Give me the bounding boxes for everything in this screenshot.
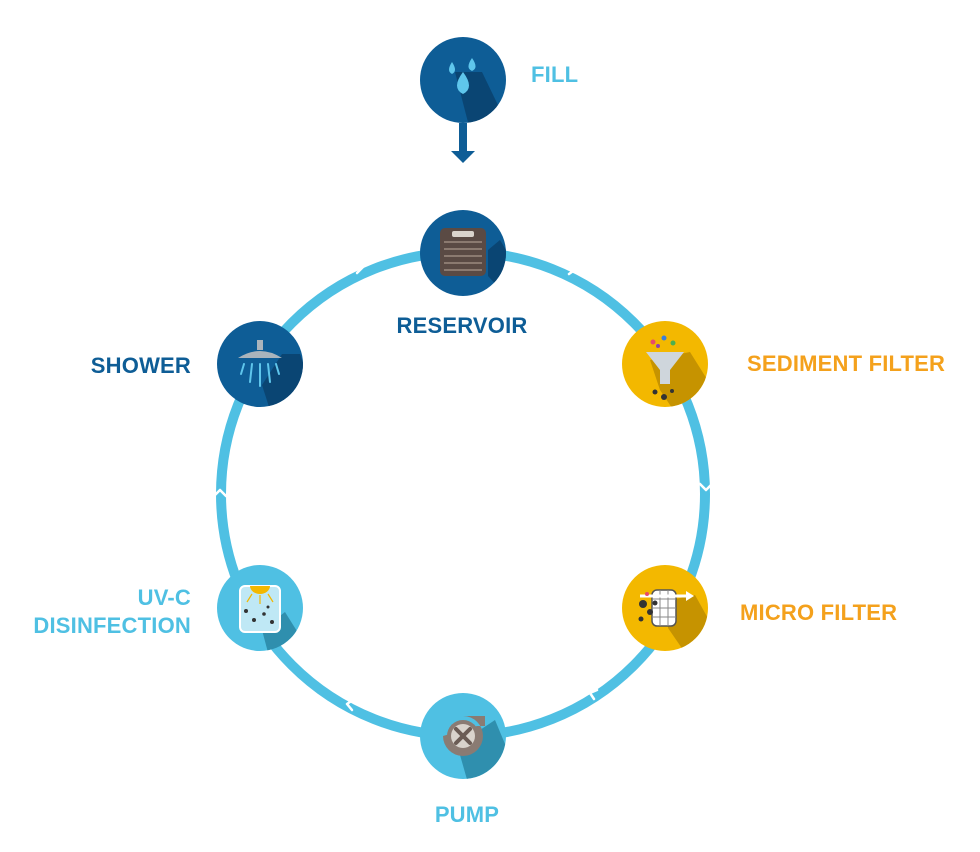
chevron-icon [567,261,578,276]
chevron-icon [698,482,714,492]
sediment-filter-node [622,321,708,407]
pump-impeller-icon [443,716,485,756]
fill-label: FILL [531,62,579,87]
reservoir-label: RESERVOIR [396,313,528,338]
chevron-icon [353,261,365,275]
shower-head-icon [238,340,282,387]
mesh-filter-icon [638,589,694,627]
chevron-icon [345,697,356,712]
chevron-icon [212,488,228,498]
uvc-label: UV-C DISINFECTION [33,584,191,640]
uvc-node [217,565,303,651]
uvc-label-line2: DISINFECTION [33,613,191,638]
reservoir-tank-icon [440,228,486,276]
fill-node [420,37,506,123]
shower-node [217,321,303,407]
fill-arrow [451,123,475,163]
chevron-icon [588,688,599,701]
pump-node [420,693,506,779]
funnel-filter-icon [646,335,684,400]
ring-direction-markers [212,261,714,712]
micro-filter-label: MICRO FILTER [740,600,898,625]
shower-label: SHOWER [90,353,191,378]
sediment-filter-label: SEDIMENT FILTER [747,351,946,376]
pump-label: PUMP [434,802,500,827]
uv-lamp-icon [239,585,281,633]
uvc-label-line1: UV-C [137,585,191,610]
water-drops-icon [449,58,476,94]
micro-filter-node [622,565,708,651]
